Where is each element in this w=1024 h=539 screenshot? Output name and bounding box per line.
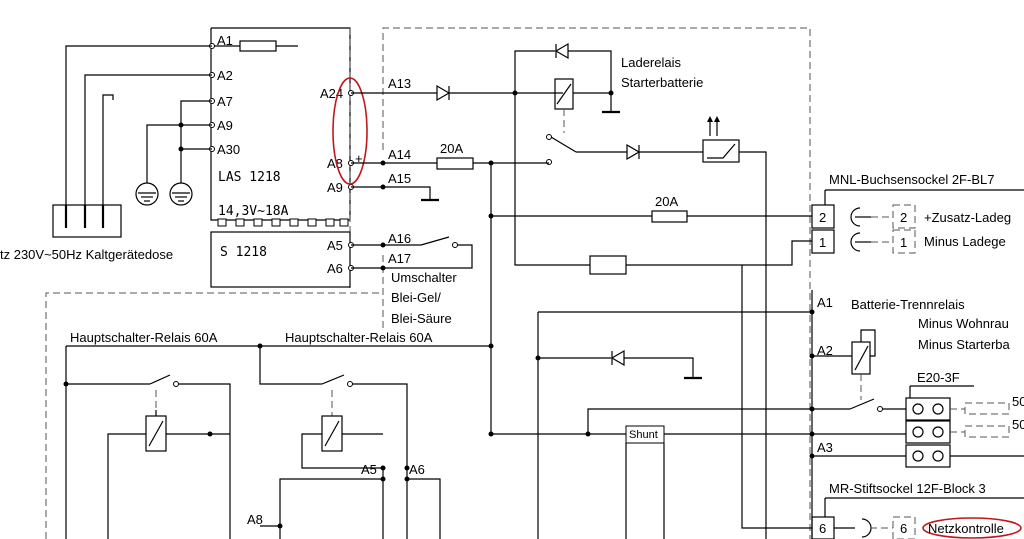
terminal-a6-lower: A6 [409,462,425,477]
terminal-a30: A30 [217,142,240,157]
plus-sign: + [355,151,363,166]
main-relay-label-1: Hauptschalter-Relais 60A [70,330,218,345]
terminal-a2: A2 [217,68,233,83]
e20-50-label-2: 50 [1012,417,1024,432]
netzkontrolle-highlight [922,517,1022,539]
switch-label-3: Blei-Säure [391,311,452,326]
switch-label-1: Umschalter [391,270,457,285]
e20-50-label-1: 50 [1012,394,1024,409]
terminal-a9-right: A9 [327,180,343,195]
pin-6-mate: 6 [900,521,907,536]
minus-wohn-label: Minus Wohnrau [918,316,1009,331]
relay-terminal-a1: A1 [817,295,833,310]
mr-socket [741,265,1024,539]
charge-switch [546,116,767,539]
a14-circuit [351,157,549,437]
terminal-a8: A8 [327,156,343,171]
module-left-terminals [209,43,215,152]
switch-label-2: Blei-Gel/ [391,290,441,305]
mnl-socket [811,189,1024,254]
terminal-a16: A16 [388,231,411,246]
charge-relay-circuit [351,42,620,133]
minus-lade-label: Minus Ladege [924,234,1006,249]
terminal-a5: A5 [327,238,343,253]
e20-label: E20-3F [917,370,960,385]
main-switch-relays [45,292,491,539]
relay-terminal-a2: A2 [817,343,833,358]
ground-icon [135,124,212,206]
shunt-label: Shunt [629,429,658,441]
main-relay-label-2: Hauptschalter-Relais 60A [285,330,433,345]
module-name: LAS 1218 [218,170,281,185]
ground-icon [169,100,212,206]
switch-module-name: S 1218 [220,245,267,260]
terminal-a6: A6 [327,261,343,276]
pin-2-mate: 2 [900,210,907,225]
terminal-a8-lower: A8 [247,512,263,527]
terminal-a15: A15 [388,171,411,186]
charger-module [210,27,351,290]
internal-fuse [239,40,277,52]
terminal-a9: A9 [217,118,233,133]
terminal-a14: A14 [388,147,411,162]
resistor-branch [514,93,812,275]
fuse-20a-label-2: 20A [655,194,678,209]
terminal-a1: A1 [217,33,233,48]
auxiliary-charger-feed [491,210,812,223]
a15-circuit [351,184,439,202]
mains-label: tz 230V~50Hz Kaltgerätedose [0,247,173,262]
terminal-a17: A17 [388,251,411,266]
mr-label: MR-Stiftsockel 12F-Block 3 [829,481,986,496]
terminal-a5-lower: A5 [361,462,377,477]
connector-tabs [217,218,349,227]
relay-terminal-a3: A3 [817,440,833,455]
terminal-a7: A7 [217,94,233,109]
pin-2: 2 [819,210,826,225]
zusatz-label: +Zusatz-Ladeg [924,210,1011,225]
mains-plug [52,45,212,238]
e20-terminal-block [905,385,1024,468]
relay-label-2: Starterbatterie [621,75,703,90]
battery-separation-relay [535,290,876,539]
pin-1: 1 [819,235,826,250]
trennrelais-label: Batterie-Trennrelais [851,297,965,312]
battery-type-switch [351,236,473,271]
fuse-20a-label: 20A [440,141,463,156]
highlight-ellipse [332,77,368,185]
relay-label-1: Laderelais [621,55,681,70]
pin-1-mate: 1 [900,235,907,250]
minus-starter-label: Minus Starterba [918,337,1011,352]
shunt-circuit [491,425,906,539]
a3-line [809,453,906,459]
separation-switch [587,398,906,434]
terminal-a13: A13 [388,76,411,91]
module-rating: 14,3V~18A [218,204,289,219]
mnl-label: MNL-Buchsensockel 2F-BL7 [829,172,994,187]
netzkontrolle-label: Netzkontrolle [928,521,1004,536]
pin-6: 6 [819,521,826,536]
